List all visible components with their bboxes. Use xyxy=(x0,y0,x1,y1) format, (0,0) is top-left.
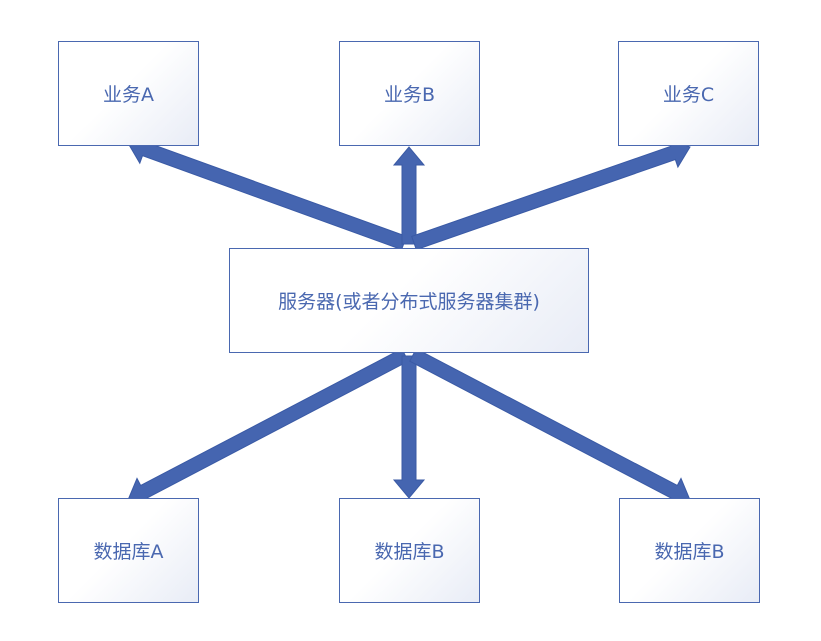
business-node-b: 业务B xyxy=(339,41,480,146)
arrow-to-database-b-2 xyxy=(409,348,691,506)
database-node-b-2-label: 数据库B xyxy=(654,541,725,563)
arrow-to-business-b xyxy=(392,146,426,245)
business-node-a: 业务A xyxy=(58,41,199,146)
database-node-b-label: 数据库B xyxy=(374,541,445,563)
business-node-a-label: 业务A xyxy=(103,84,154,106)
server-node-label: 服务器(或者分布式服务器集群) xyxy=(278,291,540,313)
server-node: 服务器(或者分布式服务器集群) xyxy=(229,248,589,353)
database-node-b-2: 数据库B xyxy=(619,498,760,603)
business-node-c-label: 业务C xyxy=(662,84,715,106)
database-node-a: 数据库A xyxy=(58,498,199,603)
database-node-b: 数据库B xyxy=(339,498,480,603)
database-node-a-label: 数据库A xyxy=(93,541,164,563)
arrow-to-business-a xyxy=(127,134,408,251)
arrow-to-business-c xyxy=(411,137,691,251)
business-node-b-label: 业务B xyxy=(383,84,436,106)
business-node-c: 业务C xyxy=(618,41,759,146)
arrow-to-database-a xyxy=(127,348,409,506)
arrow-to-database-b xyxy=(392,355,426,499)
